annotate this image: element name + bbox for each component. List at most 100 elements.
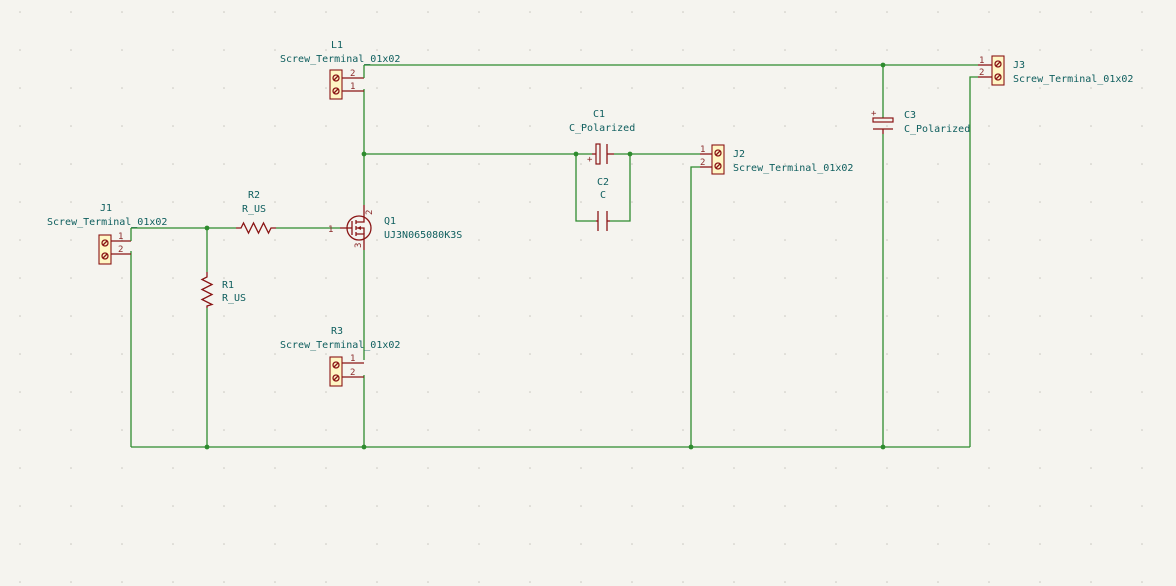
component-r2[interactable]: R2 R_US bbox=[236, 190, 276, 235]
grid-dot bbox=[682, 125, 684, 127]
screw-slot bbox=[102, 253, 108, 259]
grid-dot bbox=[1090, 87, 1092, 89]
grid-dot bbox=[223, 543, 225, 545]
wire-j3-to-gnd[interactable] bbox=[969, 76, 978, 447]
grid-dot bbox=[1090, 353, 1092, 355]
grid-dot bbox=[172, 239, 174, 241]
j1-pin-1-number: 1 bbox=[118, 232, 123, 242]
grid-dot bbox=[886, 87, 888, 89]
grid-dot bbox=[19, 277, 21, 279]
grid-dot bbox=[19, 163, 21, 165]
grid-dot bbox=[121, 163, 123, 165]
component-j3[interactable]: J3 Screw_Terminal_01x02 1 2 bbox=[978, 55, 1133, 86]
wire-c2-right[interactable] bbox=[610, 154, 631, 222]
grid-dot bbox=[1039, 201, 1041, 203]
grid-dot bbox=[121, 353, 123, 355]
screw-icon bbox=[994, 60, 1002, 68]
grid-dot bbox=[70, 429, 72, 431]
grid-dot bbox=[427, 87, 429, 89]
grid-dot bbox=[1141, 467, 1143, 469]
j3-pin-2-number: 2 bbox=[979, 68, 984, 78]
grid-dot bbox=[172, 505, 174, 507]
grid-dot bbox=[478, 581, 480, 583]
grid-dot bbox=[274, 505, 276, 507]
grid-dots bbox=[19, 11, 1143, 583]
component-c2[interactable]: C2 C bbox=[596, 177, 610, 231]
component-c3[interactable]: C3 C_Polarized + bbox=[871, 109, 970, 135]
grid-dot bbox=[70, 315, 72, 317]
grid-dot bbox=[1141, 49, 1143, 51]
r1-reference: R1 bbox=[222, 280, 234, 291]
wire-j2-to-gnd[interactable] bbox=[690, 166, 700, 447]
grid-dot bbox=[988, 163, 990, 165]
grid-dot bbox=[478, 543, 480, 545]
junction-dot bbox=[880, 62, 886, 68]
grid-dot bbox=[784, 581, 786, 583]
grid-dot bbox=[886, 201, 888, 203]
grid-dot bbox=[631, 505, 633, 507]
grid-dot bbox=[733, 239, 735, 241]
grid-dot bbox=[172, 315, 174, 317]
grid-dot bbox=[682, 49, 684, 51]
grid-dot bbox=[937, 391, 939, 393]
r3-pin-2-number: 2 bbox=[350, 368, 355, 378]
c3-value: C_Polarized bbox=[904, 124, 970, 135]
grid-dot bbox=[580, 581, 582, 583]
component-c1[interactable]: C1 C_Polarized + bbox=[569, 109, 635, 165]
grid-dot bbox=[1090, 543, 1092, 545]
grid-dot bbox=[325, 239, 327, 241]
grid-dot bbox=[1090, 49, 1092, 51]
grid-dot bbox=[682, 315, 684, 317]
grid-dot bbox=[886, 429, 888, 431]
component-r3[interactable]: R3 Screw_Terminal_01x02 1 2 bbox=[280, 326, 400, 387]
grid-dot bbox=[19, 239, 21, 241]
screw-icon bbox=[332, 374, 340, 382]
component-j2[interactable]: J2 Screw_Terminal_01x02 1 2 bbox=[700, 144, 853, 175]
grid-dot bbox=[835, 467, 837, 469]
transistor-icon bbox=[346, 215, 372, 241]
component-r1[interactable]: R1 R_US bbox=[200, 272, 246, 308]
j3-body bbox=[991, 55, 1005, 86]
grid-dot bbox=[835, 277, 837, 279]
grid-dot bbox=[19, 353, 21, 355]
wire-c2-left[interactable] bbox=[575, 154, 596, 222]
screw-slot bbox=[715, 150, 721, 156]
component-q1[interactable]: Q1 UJ3N065080K3S 1 2 3 bbox=[328, 205, 462, 250]
grid-dot bbox=[937, 49, 939, 51]
grid-dot bbox=[682, 505, 684, 507]
screw-slot bbox=[995, 74, 1001, 80]
screw-icon bbox=[101, 252, 109, 260]
grid-dot bbox=[529, 239, 531, 241]
l1-pin-2-number: 2 bbox=[350, 69, 355, 79]
screw-slot bbox=[333, 362, 339, 368]
c1-plate-positive bbox=[595, 143, 601, 165]
grid-dot bbox=[886, 543, 888, 545]
grid-dot bbox=[19, 125, 21, 127]
grid-dot bbox=[529, 581, 531, 583]
grid-dot bbox=[835, 239, 837, 241]
grid-dot bbox=[376, 353, 378, 355]
grid-dot bbox=[580, 429, 582, 431]
grid-dot bbox=[631, 315, 633, 317]
grid-dot bbox=[376, 125, 378, 127]
grid-dot bbox=[172, 163, 174, 165]
grid-dot bbox=[274, 467, 276, 469]
j2-reference: J2 bbox=[733, 149, 745, 160]
grid-dot bbox=[274, 163, 276, 165]
grid-dot bbox=[580, 543, 582, 545]
c3-reference: C3 bbox=[904, 110, 916, 121]
grid-dot bbox=[580, 391, 582, 393]
component-j1[interactable]: J1 Screw_Terminal_01x02 1 2 bbox=[47, 203, 167, 265]
grid-dot bbox=[1090, 581, 1092, 583]
grid-dot bbox=[733, 125, 735, 127]
grid-dot bbox=[172, 467, 174, 469]
grid-dot bbox=[988, 429, 990, 431]
grid-dot bbox=[835, 163, 837, 165]
grid-dot bbox=[529, 277, 531, 279]
grid-dot bbox=[988, 467, 990, 469]
grid-dot bbox=[886, 315, 888, 317]
grid-dot bbox=[19, 201, 21, 203]
component-l1[interactable]: L1 Screw_Terminal_01x02 2 1 bbox=[280, 40, 400, 100]
grid-dot bbox=[478, 125, 480, 127]
